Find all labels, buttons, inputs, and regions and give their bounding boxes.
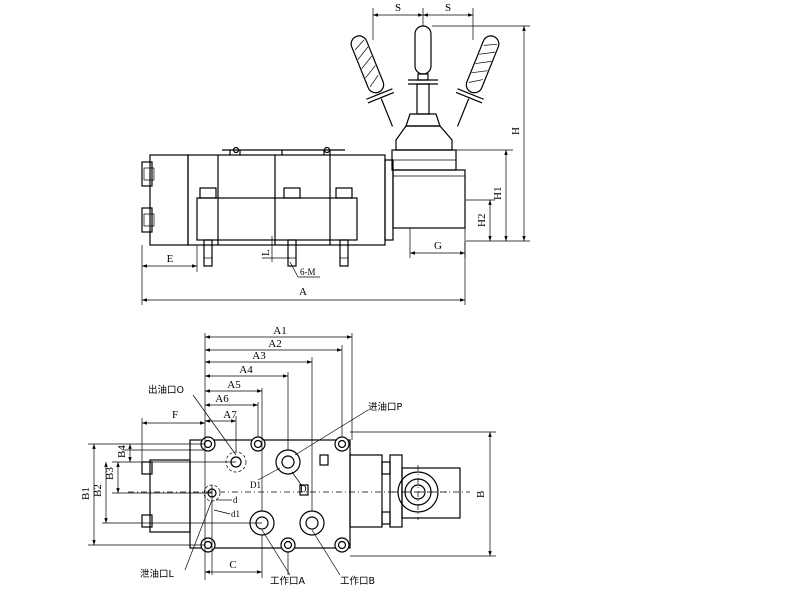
- handle-right-position: [455, 35, 500, 127]
- valve-body-plan: [128, 439, 470, 549]
- dim-c-label: C: [229, 559, 236, 571]
- dim-h: H: [432, 25, 530, 242]
- dim-b3-label: B3: [104, 467, 116, 480]
- dim-c: C: [205, 535, 263, 578]
- dim-a2-label: A2: [268, 338, 281, 350]
- elevation-view: S S H H1 H2 G: [141, 2, 530, 305]
- dim-h1-label: H1: [492, 187, 504, 200]
- dim-a6-label: A6: [215, 393, 229, 405]
- dim-s-right-label: S: [445, 2, 451, 14]
- dim-l-label: L: [260, 249, 272, 256]
- dim-a3-label: A3: [252, 350, 266, 362]
- dim-a7-label: A7: [223, 409, 237, 421]
- port-label-drain-l: 泄油口L: [140, 568, 175, 580]
- thread-label: 6-M: [300, 267, 316, 277]
- dim-a-label: A: [299, 286, 307, 298]
- thread-callout: 6-M: [289, 261, 320, 278]
- dim-g: G: [409, 228, 466, 258]
- dims-a-series: A1 A2 A3 A4 A5 A6 A7: [205, 325, 352, 423]
- dim-b-label: B: [475, 491, 487, 498]
- dim-b: B: [350, 431, 496, 557]
- dim-b4-label: B4: [116, 445, 128, 458]
- dim-b2-label: B2: [92, 484, 104, 497]
- port-label-inlet-p: 进油口P: [368, 401, 403, 413]
- dim-a4-label: A4: [239, 364, 253, 376]
- dim-s: S S: [372, 2, 474, 40]
- port-label-outlet-o: 出油口O: [148, 384, 184, 396]
- dim-g-label: G: [434, 240, 442, 252]
- dims-b-series: B1 B2 B3 B4: [80, 443, 262, 546]
- dim-h2: H2: [466, 199, 495, 241]
- dim-b1-label: B1: [80, 487, 92, 500]
- handle-left-position: [350, 35, 395, 127]
- port-label-work-a: 工作口A: [270, 575, 306, 587]
- plan-view: A1 A2 A3 A4 A5 A6 A7 F B: [80, 325, 496, 587]
- handle-center: [391, 25, 457, 171]
- mounting-bolts: [200, 436, 350, 553]
- port-label-work-b: 工作口B: [340, 575, 375, 587]
- dim-l: L: [260, 236, 290, 262]
- dim-f-label: F: [172, 409, 178, 421]
- dim-e-label: E: [167, 253, 174, 265]
- diameter-labels: D1 D d d1: [213, 467, 307, 519]
- dim-d-small-label: d: [233, 495, 238, 505]
- dim-e: E: [141, 245, 198, 305]
- dim-a: A: [142, 241, 466, 305]
- dim-h1: H1: [456, 149, 513, 241]
- dim-h-label: H: [510, 127, 522, 135]
- dim-d1-small-label: d1: [231, 509, 240, 519]
- dim-a5-label: A5: [227, 379, 241, 391]
- dim-h2-label: H2: [476, 214, 488, 227]
- port-callouts: 出油口O 进油口P 泄油口L 工作口A 工作口B: [140, 384, 403, 587]
- dim-d-label: D: [300, 484, 307, 494]
- dim-s-left-label: S: [395, 2, 401, 14]
- dim-f: F: [141, 409, 205, 462]
- dim-d1-upper-label: D1: [250, 480, 261, 490]
- valve-body-elevation: [141, 146, 466, 267]
- port-holes: [203, 449, 329, 536]
- reference-lines: [204, 333, 353, 580]
- dim-a1-label: A1: [273, 325, 286, 337]
